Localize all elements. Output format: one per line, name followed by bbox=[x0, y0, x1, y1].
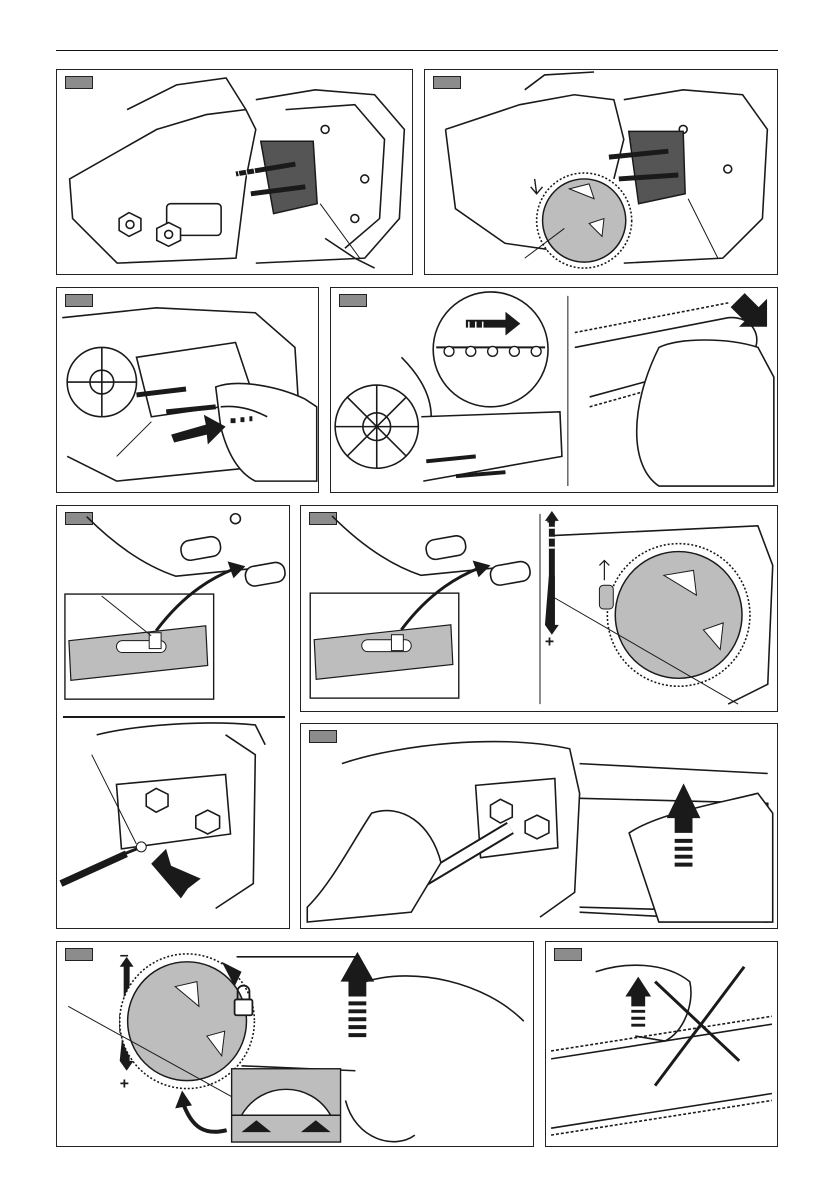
sprocket-icon bbox=[331, 288, 777, 492]
figure-panel-6: – + bbox=[300, 505, 778, 712]
figure-panel-3 bbox=[56, 287, 319, 493]
figure-panel-5 bbox=[56, 505, 290, 929]
glove-hand-icon bbox=[216, 383, 317, 481]
figure-panel-7 bbox=[300, 723, 778, 929]
figure-panel-4 bbox=[330, 287, 778, 493]
tensioning-wheel-icon: – + bbox=[57, 942, 533, 1146]
figure-panel-2 bbox=[424, 69, 778, 275]
chainsaw-body-icon bbox=[425, 70, 777, 274]
guide-bar-icon bbox=[57, 288, 318, 492]
figure-panel-9 bbox=[545, 941, 778, 1147]
tensioning-wheel-icon bbox=[545, 511, 773, 704]
bar-tip-hand-icon bbox=[575, 303, 774, 486]
down-right-arrow-icon bbox=[725, 288, 777, 341]
header-rule bbox=[56, 50, 778, 51]
plus-sign: + bbox=[120, 1076, 129, 1093]
cross-icon bbox=[655, 967, 744, 1086]
chain-check-icon bbox=[546, 942, 777, 1146]
minus-sign: – bbox=[547, 513, 556, 530]
bar-bolts-icon bbox=[57, 506, 289, 928]
chainsaw-body-icon bbox=[57, 70, 412, 274]
bar-bolts-icon bbox=[236, 141, 317, 213]
figure-panel-1 bbox=[56, 69, 413, 275]
chain-direction-magnifier-icon bbox=[433, 292, 548, 407]
tension-pin-inset-icon: – + bbox=[301, 506, 777, 711]
bar-bolts-icon bbox=[137, 389, 216, 412]
tension-pin-inset-icon bbox=[65, 561, 245, 699]
screwdriver-icon bbox=[61, 842, 146, 884]
lift-bar-arrow-icon bbox=[341, 952, 375, 1035]
plus-sign: + bbox=[545, 634, 554, 651]
tensioning-wheel-icon bbox=[531, 173, 632, 268]
wrench-icon bbox=[301, 724, 777, 928]
push-arrow-icon bbox=[151, 849, 201, 899]
nuts-icon bbox=[119, 213, 180, 247]
figure-panel-8: – + bbox=[56, 941, 534, 1147]
minus-sign: – bbox=[120, 947, 129, 964]
